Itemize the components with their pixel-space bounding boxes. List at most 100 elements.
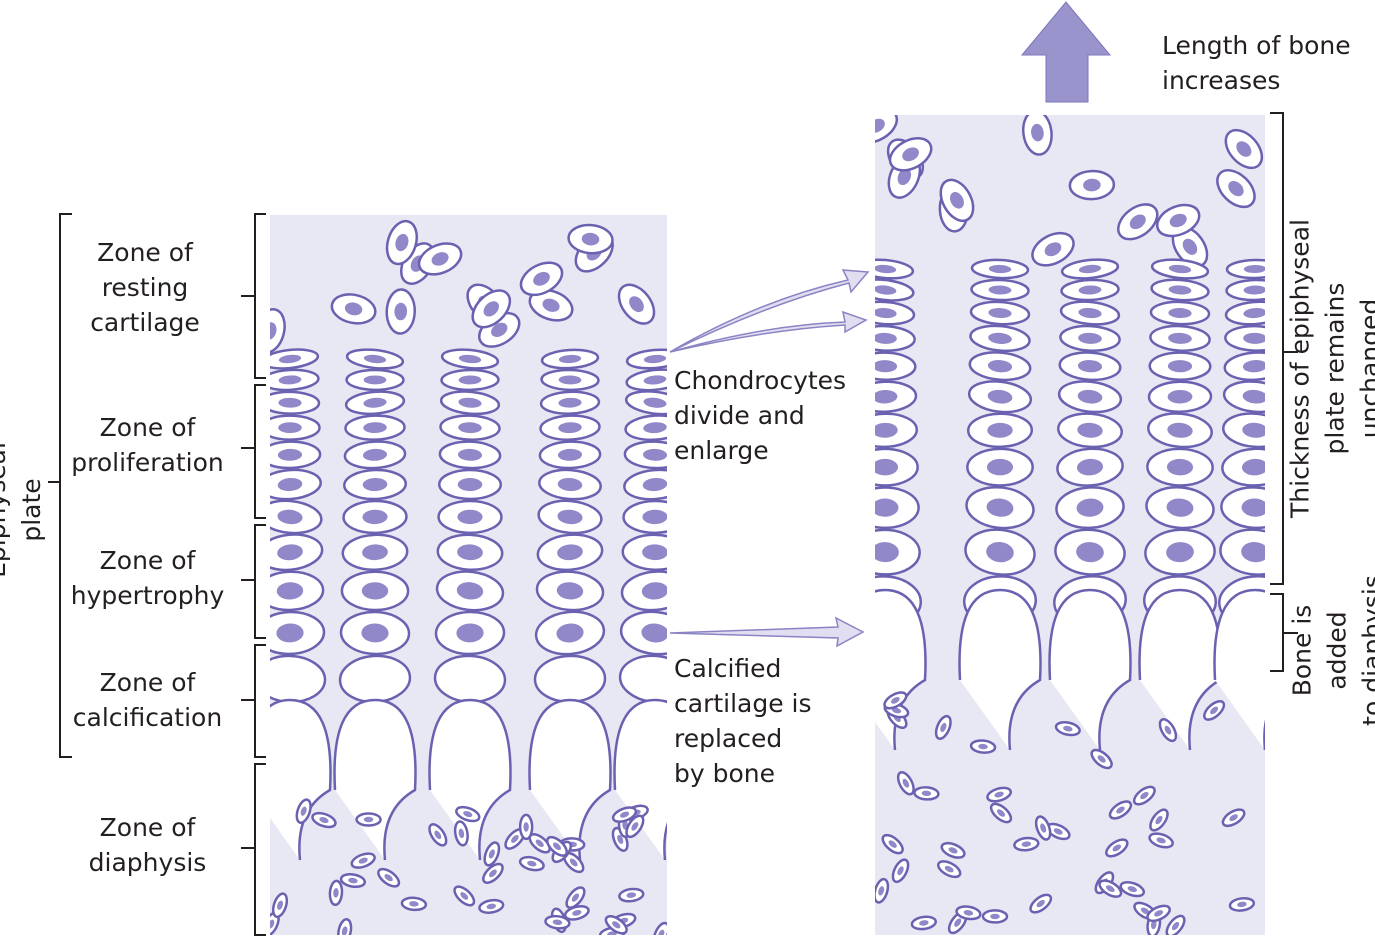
chondrocyte-cell xyxy=(540,368,600,392)
chondrocyte-cell xyxy=(344,414,406,441)
chondrocyte-cell xyxy=(1222,412,1265,449)
chondrocyte-cell xyxy=(1144,528,1216,576)
chondrocyte-cell xyxy=(536,533,604,572)
zone-brackets xyxy=(48,112,1298,936)
chondrocyte-cell xyxy=(1147,412,1213,449)
chondrocyte-cell xyxy=(438,440,502,470)
chondrocyte-cell xyxy=(1068,169,1116,201)
chondrocyte-cell xyxy=(1224,324,1265,352)
chondrocyte-cell xyxy=(1165,914,1186,935)
chondrocyte-cell xyxy=(1223,351,1265,382)
chondrocyte-cell xyxy=(311,811,337,829)
chondrocyte-cell xyxy=(270,414,321,441)
chondrocyte-cell xyxy=(1098,879,1123,898)
chondrocyte-cell xyxy=(1146,447,1214,487)
chondrocyte-cell xyxy=(538,440,602,470)
chondrocyte-cell xyxy=(652,921,667,935)
chondrocyte-cell xyxy=(1147,380,1213,413)
chondrocyte-cell xyxy=(625,814,645,839)
chondrocyte-cell xyxy=(1055,486,1125,530)
chondrocyte-cell xyxy=(934,714,952,741)
chondrocyte-cell xyxy=(344,390,406,416)
chondrocyte-cell xyxy=(1155,203,1201,238)
chondrocyte-cell xyxy=(1148,351,1212,381)
chondrocyte-cell xyxy=(875,258,915,280)
chondrocyte-cell xyxy=(544,914,571,930)
chondrocyte-cell xyxy=(295,798,312,824)
chondrocyte-cell xyxy=(435,570,505,612)
chondrocyte-cell xyxy=(528,288,574,322)
chondrocyte-cell xyxy=(624,414,667,442)
chondrocyte-cell xyxy=(939,178,975,223)
chondrocyte-cell xyxy=(343,468,407,501)
chondrocyte-cell xyxy=(1224,128,1264,170)
chondrocyte-cell xyxy=(340,570,410,612)
chondrocyte-cell xyxy=(400,896,428,912)
chondrocyte-cell xyxy=(625,368,667,392)
chondrocyte-cell xyxy=(1057,412,1123,449)
chondrocyte-cell xyxy=(1059,300,1121,326)
chondrocyte-cell xyxy=(1013,836,1040,852)
chondrocyte-cell xyxy=(875,877,890,904)
chondrocyte-cell xyxy=(1105,838,1129,858)
chondrocyte-cell xyxy=(270,570,325,612)
chondrocyte-cell xyxy=(888,137,933,172)
chondrocyte-cell xyxy=(1034,815,1052,841)
chondrocyte-cell xyxy=(270,610,326,656)
chondrocyte-cell xyxy=(539,414,601,441)
chondrocyte-cell xyxy=(618,887,645,903)
chondrocyte-cell xyxy=(518,813,534,841)
chondrocyte-cell xyxy=(417,242,463,276)
chondrocyte-cell xyxy=(455,805,481,823)
chondrocyte-cell xyxy=(989,802,1013,824)
chondrocyte-cell xyxy=(1225,258,1265,280)
chondrocyte-cell xyxy=(875,351,917,381)
chondrocyte-cell xyxy=(1150,278,1210,302)
chondrocyte-cell xyxy=(966,412,1034,449)
chondrocyte-cell xyxy=(440,368,500,392)
chondrocyte-cell xyxy=(1031,231,1075,267)
chondrocyte-cell xyxy=(875,324,916,352)
chondrocyte-cell xyxy=(1149,324,1211,352)
cavity xyxy=(1138,588,1222,751)
chondrocyte-cell xyxy=(875,412,919,449)
chondrocyte-cell xyxy=(339,873,367,889)
chondrocyte-cell xyxy=(270,348,320,370)
chondrocyte-cell xyxy=(970,258,1030,280)
epiphyseal-plate-label: Epiphyseal plate xyxy=(0,442,46,578)
chondrocyte-cell xyxy=(1060,258,1120,280)
chondrocyte-cell xyxy=(1228,896,1256,912)
chondrocyte-cell xyxy=(345,348,405,370)
chondrocyte-cell xyxy=(271,892,289,919)
chondrocyte-cell xyxy=(875,278,915,302)
chondrocyte-cell xyxy=(478,898,505,914)
chondrocyte-cell xyxy=(439,414,501,441)
chondrocyte-cell xyxy=(270,468,322,501)
chondrocyte-cell xyxy=(385,219,419,266)
chondrocyte-cell xyxy=(343,440,407,470)
chondrocyte-cell xyxy=(328,879,344,907)
chondrocyte-cell xyxy=(968,351,1032,382)
chondrocyte-cell xyxy=(534,610,606,656)
chondrocyte-cell xyxy=(453,885,476,907)
chondrocyte-cell xyxy=(471,289,512,329)
chondrocyte-cell xyxy=(891,858,910,884)
chondrocyte-cell xyxy=(1057,380,1123,414)
chondrocyte-cell xyxy=(1225,278,1265,302)
chondrocyte-cell xyxy=(533,654,607,704)
chondrocyte-cell xyxy=(539,390,601,415)
chondrocyte-cell xyxy=(546,835,568,857)
chondrocyte-cell xyxy=(1220,486,1265,530)
zone-proliferation-label: Zone of proliferation xyxy=(71,413,224,477)
chondrocyte-cell xyxy=(438,468,502,501)
chondrocyte-cell xyxy=(875,300,916,326)
chondrocyte-cell xyxy=(604,914,628,935)
chondrocyte-cell xyxy=(1149,808,1169,832)
chondrocyte-cell xyxy=(1224,300,1265,326)
chondrocyte-cell xyxy=(1150,258,1210,280)
chondrocyte-cell xyxy=(355,812,382,827)
chondrocyte-cell xyxy=(519,261,564,297)
chondrocyte-cell xyxy=(330,293,377,325)
chondrocyte-cell xyxy=(434,610,506,656)
chondrocyte-cell xyxy=(965,485,1035,530)
